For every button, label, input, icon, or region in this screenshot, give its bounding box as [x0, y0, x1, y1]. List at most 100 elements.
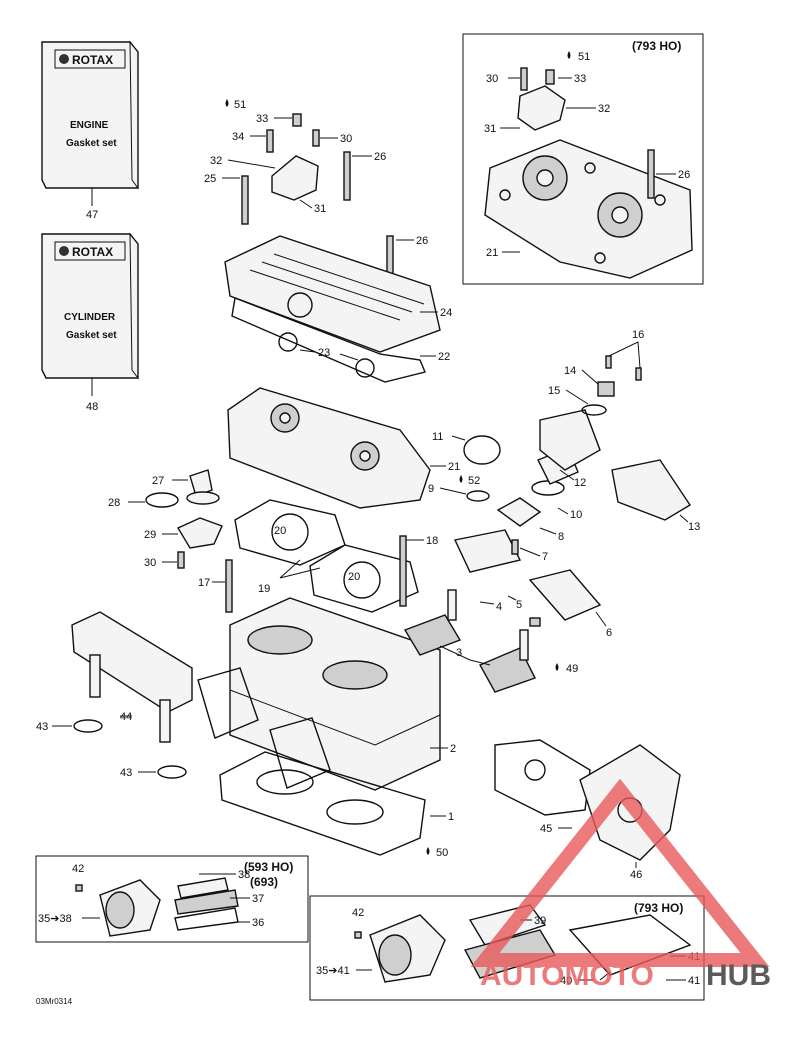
- callout-52: 52: [468, 475, 480, 487]
- callout-30: 30: [486, 73, 498, 85]
- inset-box-593ho-693: [35, 855, 309, 943]
- stud-17: [225, 559, 233, 613]
- callout-35: 35➔41: [316, 965, 350, 977]
- callout-42: 42: [72, 863, 84, 875]
- thermostat-housing: [517, 85, 566, 131]
- head-gaskets-20: [234, 499, 419, 613]
- callout-3: 3: [456, 647, 462, 659]
- book-brand: ROTAX: [72, 245, 113, 259]
- rotax-logo-box: [54, 241, 126, 261]
- book-brand: ROTAX: [72, 53, 113, 67]
- callout-26: 26: [374, 151, 386, 163]
- callout-35: 35➔38: [38, 913, 72, 925]
- lubricant-drop-icon: [426, 847, 430, 855]
- o-ring-23: [355, 358, 375, 378]
- callout-43: 43: [120, 767, 132, 779]
- lubricant-drop-icon: [459, 475, 463, 483]
- clamp-43: [157, 765, 187, 779]
- callout-33: 33: [256, 113, 268, 125]
- callout-15: 15: [548, 385, 560, 397]
- head-cover-parts: [224, 113, 441, 383]
- callout-50: 50: [436, 847, 448, 859]
- callout-9: 9: [428, 483, 434, 495]
- callout-22: 22: [438, 351, 450, 363]
- inset-box-793ho-intake: [309, 895, 705, 1001]
- rotax-logo-box: [54, 49, 126, 69]
- callout-47: 47: [86, 209, 98, 221]
- o-ring-23: [278, 332, 298, 352]
- stud-18: [399, 535, 407, 607]
- lubricant-drop-icon: [567, 51, 571, 59]
- callout-38: 38: [238, 869, 250, 881]
- callout-48: 48: [86, 401, 98, 413]
- callout-40: 40: [560, 975, 572, 987]
- inset-box-label: (593 HO): [244, 860, 293, 874]
- base-gasket-1: [219, 751, 426, 856]
- callout-11: 11: [432, 431, 443, 443]
- callout-14: 14: [564, 365, 576, 377]
- callout-31: 31: [314, 203, 326, 215]
- callout-20: 20: [348, 571, 360, 583]
- callout-44: 44: [120, 711, 132, 723]
- callout-51: 51: [578, 51, 590, 63]
- callout-32: 32: [598, 103, 610, 115]
- head-gasket-22: [231, 297, 426, 383]
- engine-gasket-book: ROTAX ENGINE Gasket set 47: [41, 40, 139, 221]
- inset-box-label: (693): [250, 875, 278, 889]
- intake-adaptor-593: [75, 877, 239, 937]
- callout-24: 24: [440, 307, 452, 319]
- callout-30: 30: [340, 133, 352, 145]
- inset-box-label: (793 HO): [632, 39, 681, 53]
- cylinder-head-793ho: [484, 67, 693, 279]
- callout-39: 39: [534, 915, 546, 927]
- watermark-text: AUTOMOTO: [480, 959, 654, 992]
- callout-8: 8: [558, 531, 564, 543]
- rotax-logo-icon: [59, 54, 69, 64]
- callout-45: 45: [540, 823, 552, 835]
- callout-26: 26: [678, 169, 690, 181]
- callout-26: 26: [416, 235, 428, 247]
- watermark-logo: AUTOMOTO HUB: [470, 778, 771, 992]
- callout-51: 51: [234, 99, 246, 111]
- callout-17: 17: [198, 577, 210, 589]
- callout-28: 28: [108, 497, 120, 509]
- callout-6: 6: [606, 627, 612, 639]
- lubricant-drop-icon: [225, 99, 229, 107]
- callout-18: 18: [426, 535, 438, 547]
- callout-31: 31: [484, 123, 496, 135]
- thermostat-parts: [145, 469, 223, 569]
- callout-12: 12: [574, 477, 586, 489]
- callout-41: 41: [688, 975, 700, 987]
- callout-46: 46: [630, 869, 642, 881]
- inset-box-793ho-head: [462, 33, 704, 285]
- cylinder-gasket-book: ROTAX CYLINDER Gasket set 48: [41, 232, 139, 413]
- callout-33: 33: [574, 73, 586, 85]
- callout-23: 23: [318, 347, 330, 359]
- callout-25: 25: [204, 173, 216, 185]
- watermark-text: HUB: [706, 959, 771, 992]
- callout-21: 21: [448, 461, 460, 473]
- callout-5: 5: [516, 599, 522, 611]
- book-title: CYLINDER: [64, 312, 116, 323]
- drawing-code: 03Mr0314: [36, 997, 73, 1006]
- callout-20: 20: [274, 525, 286, 537]
- callout-36: 36: [252, 917, 264, 929]
- clamp-43: [73, 719, 103, 733]
- callout-29: 29: [144, 529, 156, 541]
- callout-30: 30: [144, 557, 156, 569]
- book-title: ENGINE: [70, 120, 109, 131]
- callout-7: 7: [542, 551, 548, 563]
- callout-49: 49: [566, 663, 578, 675]
- rave-valve-parts: [403, 355, 691, 693]
- rotax-logo-icon: [59, 246, 69, 256]
- watermark-triangle-icon: [470, 778, 770, 967]
- cylinder-block-2: [229, 597, 441, 791]
- callout-2: 2: [450, 743, 456, 755]
- callout-34: 34: [232, 131, 244, 143]
- exhaust-manifold-44: [71, 611, 193, 743]
- inset-box-label: (793 HO): [634, 901, 683, 915]
- callout-10: 10: [570, 509, 582, 521]
- callout-43: 43: [36, 721, 48, 733]
- callout-19: 19: [258, 583, 270, 595]
